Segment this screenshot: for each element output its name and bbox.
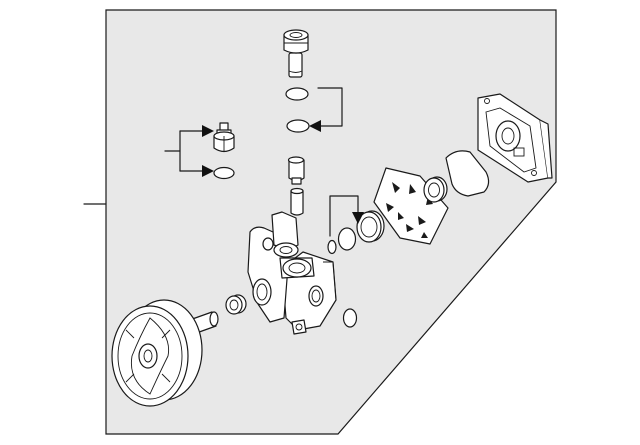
callout-arrow <box>309 120 321 132</box>
rear-cover[interactable] <box>477 93 553 183</box>
flow-valve[interactable] <box>287 156 305 185</box>
pressure-switch[interactable] <box>213 122 235 153</box>
fitting-o-ring-lower[interactable] <box>286 119 310 133</box>
pulley-nut[interactable] <box>225 294 247 315</box>
callout-arrow <box>202 125 214 137</box>
body-o-ring[interactable] <box>342 308 358 328</box>
switch-callout-bracket <box>164 125 214 177</box>
pulley[interactable] <box>111 299 219 407</box>
fitting-o-ring-upper[interactable] <box>285 87 309 101</box>
rotor-cam-ring[interactable] <box>356 210 385 243</box>
flow-spring[interactable] <box>290 187 304 216</box>
rotor-callout-bracket <box>329 195 364 237</box>
o-ring-callout-bracket <box>309 87 343 132</box>
callout-arrow <box>202 165 214 177</box>
pressure-switch-o-ring[interactable] <box>213 166 235 180</box>
rear-o-ring-small[interactable] <box>327 239 337 255</box>
callout-arrow <box>352 212 364 224</box>
side-plate[interactable] <box>423 176 448 203</box>
side-gasket[interactable] <box>445 150 490 197</box>
diagram-panel <box>105 9 557 435</box>
rear-o-ring-large[interactable] <box>337 227 357 251</box>
fitting-bolt[interactable] <box>283 29 309 78</box>
pump-body[interactable] <box>247 211 337 335</box>
